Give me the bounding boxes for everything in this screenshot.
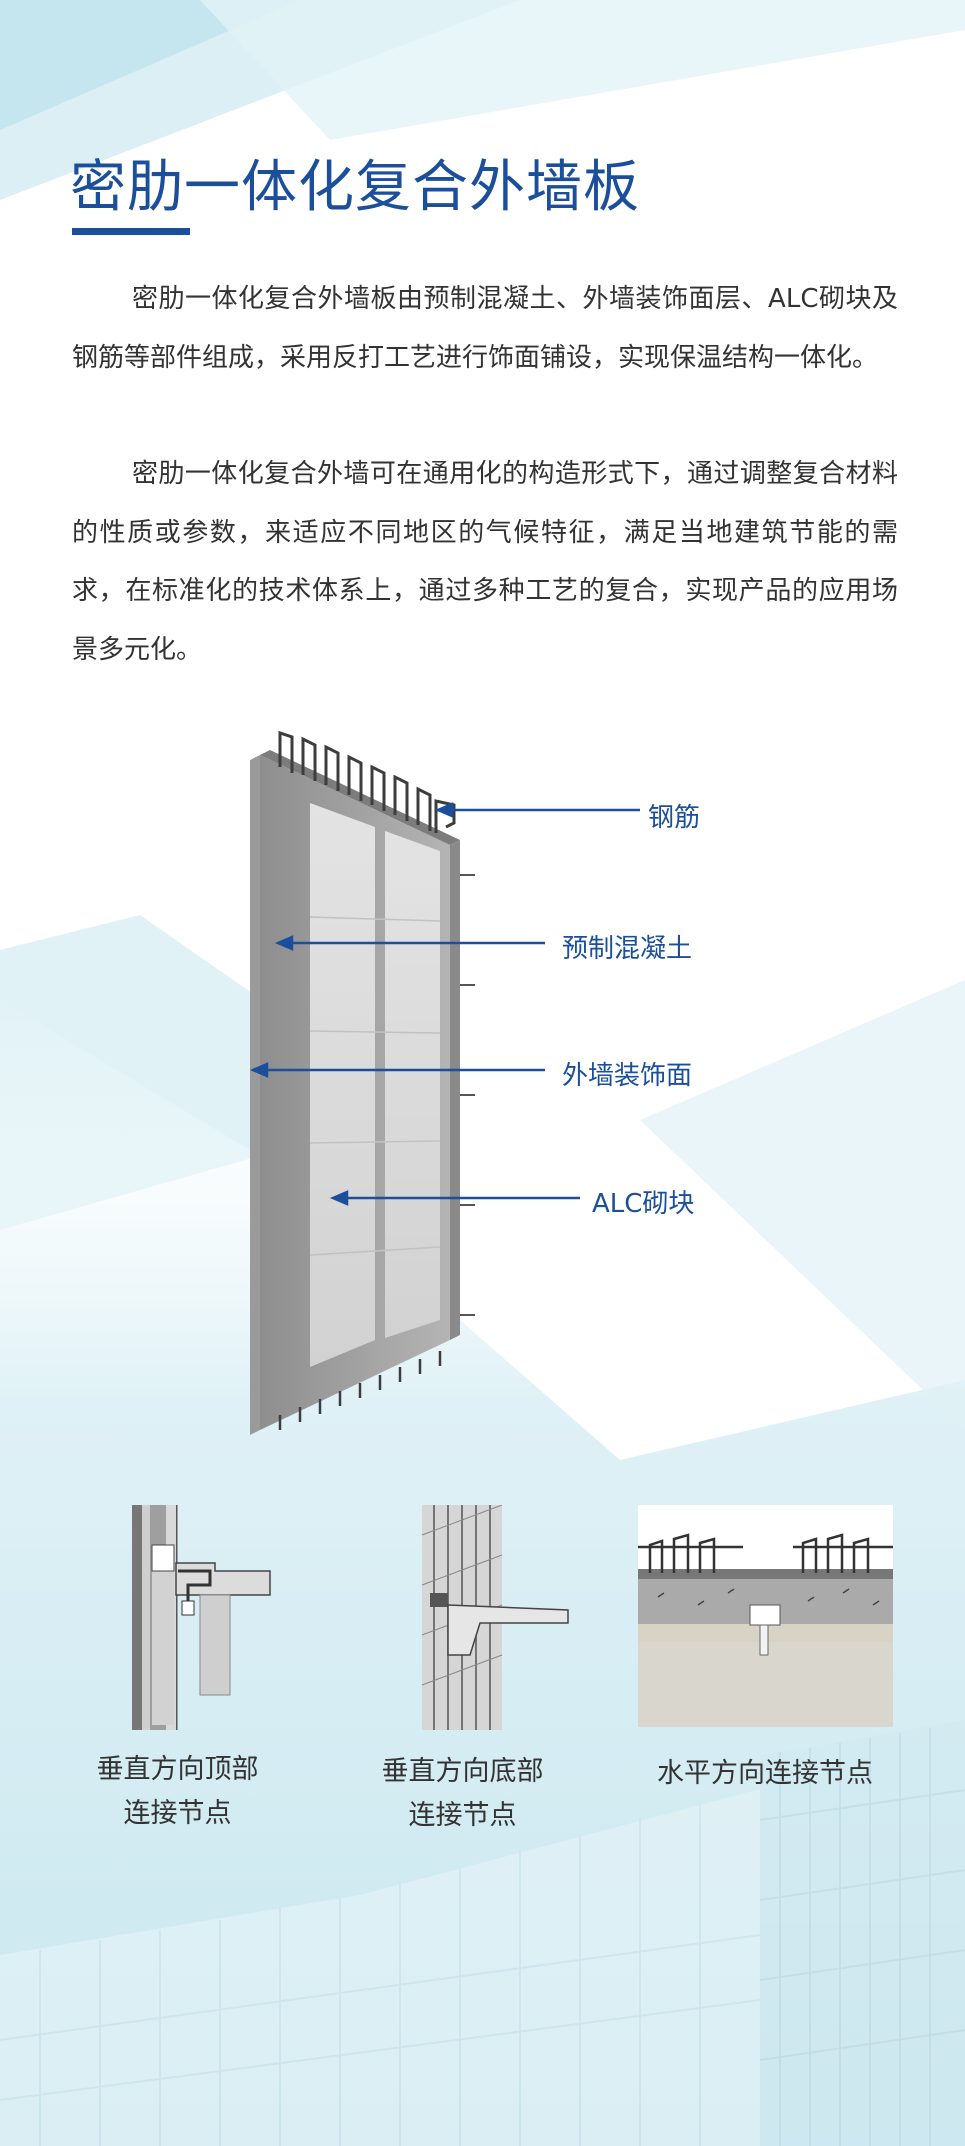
label-rebar: 钢筋 <box>648 803 701 833</box>
page-title: 密肋一体化复合外墙板 <box>70 155 640 220</box>
rebar <box>278 730 456 833</box>
node-label-vertical-bottom-line1: 垂直方向底部 <box>381 1756 544 1787</box>
node-label-horizontal-line1: 水平方向连接节点 <box>657 1758 873 1789</box>
exterior-finish-edge <box>250 755 260 1435</box>
callout-arrow-precast-concrete <box>274 935 545 951</box>
wall-panel-diagram <box>249 730 640 1435</box>
horizontal-connection-detail <box>638 1505 893 1727</box>
node-label-vertical-top-line2: 连接节点 <box>123 1798 232 1829</box>
label-precast-concrete: 预制混凝土 <box>562 934 693 964</box>
node-label-vertical-bottom-line2: 连接节点 <box>408 1800 517 1831</box>
label-exterior-finish: 外墙装饰面 <box>562 1061 693 1091</box>
vertical-top-connection-detail <box>132 1505 271 1730</box>
intro-paragraph-2: 密肋一体化复合外墙可在通用化的构造形式下，通过调整复合材料的性质或参数，来适应不… <box>72 459 898 665</box>
vertical-bottom-connection-detail <box>421 1505 569 1730</box>
node-label-vertical-top: 垂直方向顶部 连接节点 <box>85 1748 270 1836</box>
label-alc-block: ALC砌块 <box>592 1189 695 1219</box>
node-label-vertical-bottom: 垂直方向底部 连接节点 <box>370 1750 555 1838</box>
callout-arrow-rebar <box>434 802 640 818</box>
title-underline <box>72 228 190 235</box>
node-label-horizontal: 水平方向连接节点 <box>640 1752 890 1796</box>
alc-block-panels <box>309 803 441 1367</box>
intro-paragraph-1: 密肋一体化复合外墙板由预制混凝土、外墙装饰面层、ALC砌块及钢筋等部件组成，采用… <box>72 284 898 373</box>
rebar-stubs-side <box>460 874 475 1316</box>
callout-arrow-exterior-finish <box>249 1062 545 1078</box>
callout-arrow-alc-block <box>329 1190 580 1206</box>
rebar-stubs-bottom <box>278 1351 442 1430</box>
node-label-vertical-top-line1: 垂直方向顶部 <box>96 1754 259 1785</box>
